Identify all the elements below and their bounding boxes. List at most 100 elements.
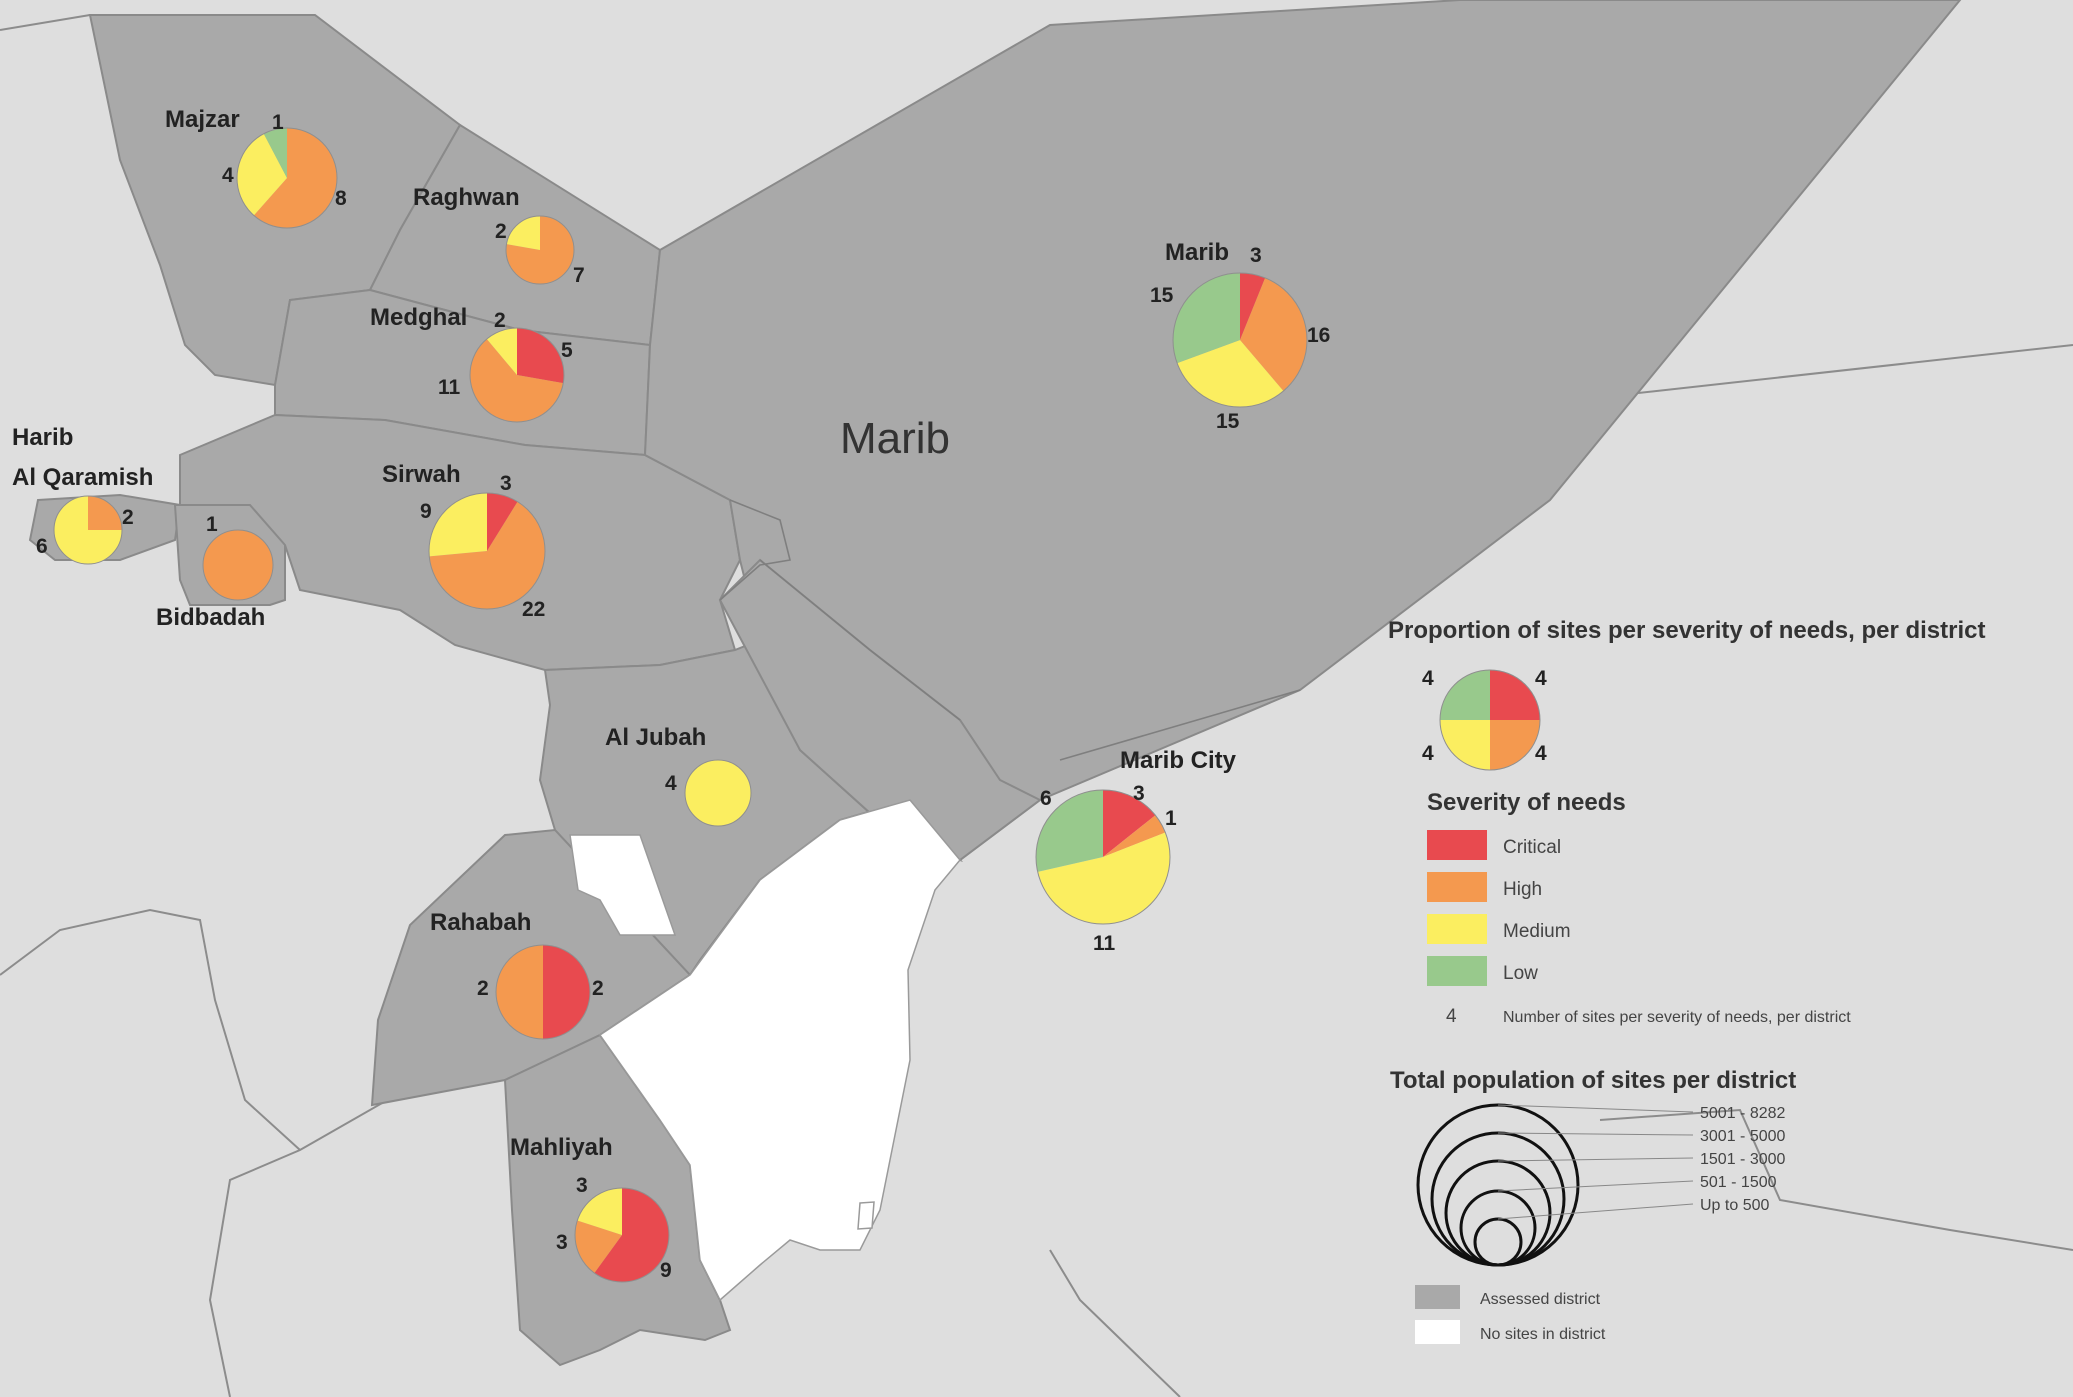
district-label-al-qaramish: Al Qaramish [12,464,153,491]
legend-example-pie [1439,669,1541,771]
legend-swatch-high [1427,872,1487,902]
district-label-rahabah: Rahabah [430,909,531,936]
pie-slice-raghwan-high [506,216,575,284]
pie-slice-marib-low [1172,273,1240,364]
region-label: Marib [840,414,950,463]
pie-slice-raghwan-medium [506,216,540,250]
pie-slice-mahliyah-high [575,1220,622,1274]
pie-slice-marib-city-low [1035,790,1103,872]
pie-slice-harib-al-qaramish-outline [53,495,123,565]
count-label-majzar-high: 8 [335,187,347,210]
legend-swatch-low [1427,956,1487,986]
pie-slice-medghal-critical [517,328,565,384]
district-label-medghal: Medghal [370,304,467,331]
count-label-marib-high: 16 [1307,324,1330,347]
legend-example-count-critical: 4 [1535,667,1547,690]
pie-chart-medghal[interactable] [469,327,565,423]
pie-slice-bidbadah-high [203,530,273,600]
pie-slice-rahabah-high [496,945,543,1039]
legend-swatch-no-sites [1415,1320,1460,1344]
district-label-al-jubah: Al Jubah [605,724,706,751]
no-site-areas [569,799,961,1302]
legend-label-critical: Critical [1503,837,1561,858]
pie-slice-marib-city-medium [1037,832,1170,924]
count-label-medghal-high: 11 [438,376,461,399]
district-labels: Majzar Raghwan Medghal Harib Al Qaramish… [12,106,1237,1161]
pie-chart-raghwan[interactable] [505,215,575,285]
pie-slice-rahabah-critical [543,945,590,1039]
pie-slice-rahabah-outline [495,944,591,1040]
count-label-marib-critical: 3 [1250,244,1262,267]
pie-slice-mahliyah-critical [594,1188,670,1282]
pie-slice-al-jubah-outline [684,759,752,827]
pie-chart-al-jubah[interactable] [684,759,752,827]
count-label-marib-city-medium: 11 [1093,932,1116,955]
pie-slice-medghal-medium [486,328,517,375]
pie-chart-harib-al-qaramish[interactable] [53,495,123,565]
count-label-majzar-medium: 4 [222,164,234,187]
legend-population-class-5: Up to 500 [1700,1197,1769,1214]
count-label-al-jubah-medium: 4 [665,772,677,795]
count-label-medghal-critical: 5 [561,339,573,362]
count-label-medghal-medium: 2 [494,309,506,332]
pie-slice-marib-city-outline [1035,789,1171,925]
pie-layer [53,127,1308,1283]
legend-pie-slice-low [1440,670,1490,720]
legend-population-title: Total population of sites per district [1390,1067,1796,1094]
pie-slice-majzar-high [253,128,337,228]
pie-chart-bidbadah[interactable] [202,529,274,601]
legend-population-class-4: 501 - 1500 [1700,1174,1777,1191]
count-label-harib-medium: 6 [36,535,48,558]
count-label-rahabah-high: 2 [477,977,489,1000]
pie-slice-al-jubah-medium [685,760,751,826]
district-label-sirwah: Sirwah [382,461,461,488]
pie-slice-harib-al-qaramish-high [88,496,122,530]
pie-slice-sirwah-medium [429,493,487,557]
legend-label-no-sites: No sites in district [1480,1326,1606,1343]
legend-population-class-2: 3001 - 5000 [1700,1128,1786,1145]
legend-swatch-medium [1427,914,1487,944]
count-label-harib-high: 2 [122,506,134,529]
count-label-bidbadah-high: 1 [206,513,218,536]
legend-population-class-1: 5001 - 8282 [1700,1105,1786,1122]
legend-population-leaders [1497,1104,1694,1220]
count-label-marib-city-high: 1 [1165,807,1177,830]
count-label-marib-low: 15 [1150,284,1174,307]
count-label-rahabah-critical: 2 [592,977,604,1000]
pie-chart-sirwah[interactable] [428,492,546,610]
neighbour-boundaries [0,14,2073,1397]
pie-slice-harib-al-qaramish-medium [54,496,122,564]
legend-label-high: High [1503,879,1542,900]
legend-swatch-assessed [1415,1285,1460,1309]
legend-count-example-label: Number of sites per severity of needs, p… [1503,1009,1851,1026]
pie-slice-mahliyah-medium [577,1188,622,1235]
district-label-bidbadah: Bidbadah [156,604,265,631]
legend-population-class-3: 1501 - 3000 [1700,1151,1786,1168]
legend-label-assessed: Assessed district [1480,1291,1601,1308]
count-label-marib-city-critical: 3 [1133,782,1145,805]
count-label-marib-medium: 15 [1216,410,1240,433]
pie-chart-marib-city[interactable] [1035,789,1171,925]
legend-count-example-value: 4 [1446,1006,1457,1027]
pie-chart-rahabah[interactable] [495,944,591,1040]
pie-slice-bidbadah-outline [202,529,274,601]
legend-example-count-high: 4 [1535,742,1547,765]
pie-chart-marib[interactable] [1172,272,1308,408]
legend-pie-slice-high [1490,720,1540,770]
pie-slice-sirwah-critical [487,493,518,551]
pie-slice-mahliyah-outline [574,1187,670,1283]
district-label-harib: Harib [12,424,73,451]
pie-chart-mahliyah[interactable] [574,1187,670,1283]
legend-example-count-low: 4 [1422,667,1434,690]
legend-swatch-critical [1427,830,1487,860]
legend-pie-slice-critical [1490,670,1540,720]
count-label-raghwan-medium: 2 [495,220,507,243]
district-label-raghwan: Raghwan [413,184,520,211]
count-labels: 1 4 8 2 7 2 5 11 2 6 1 3 9 22 3 15 16 15… [36,111,1330,1282]
district-label-mahliyah: Mahliyah [510,1134,613,1161]
count-label-raghwan-high: 7 [573,264,585,287]
pie-slice-marib-medium [1177,340,1284,408]
pie-chart-majzar[interactable] [236,127,338,229]
legend-pie-slice-medium [1440,720,1490,770]
